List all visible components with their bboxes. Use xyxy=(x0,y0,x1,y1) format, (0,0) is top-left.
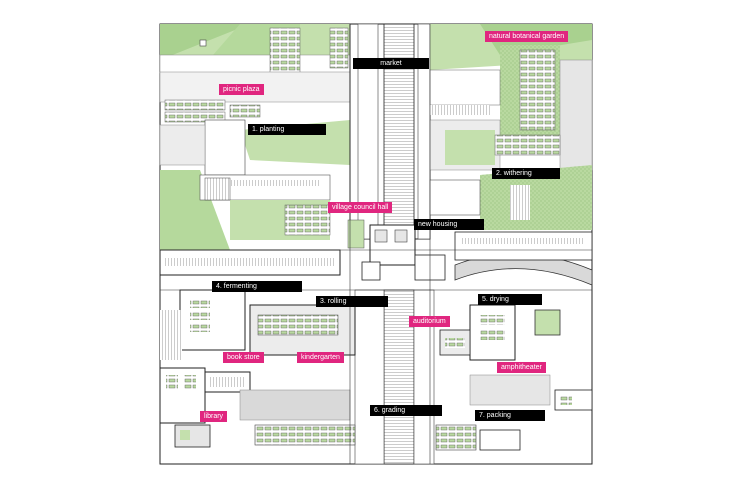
library-area xyxy=(159,367,356,448)
label-botanical-garden: natural botanical garden xyxy=(485,31,569,42)
grid-lines xyxy=(160,24,592,464)
left-middle-green xyxy=(160,170,331,250)
label-book-store: book store xyxy=(223,352,264,363)
label-library: library xyxy=(200,411,228,422)
fermenting-area xyxy=(160,289,356,360)
label-rolling: 3. rolling xyxy=(316,296,388,307)
label-withering: 2. withering xyxy=(492,168,560,179)
east-west-band xyxy=(159,231,593,286)
label-picnic-plaza: picnic plaza xyxy=(219,84,264,95)
label-grading: 6. grading xyxy=(370,405,442,416)
label-drying: 5. drying xyxy=(478,294,542,305)
label-auditorium: auditorium xyxy=(409,316,450,327)
top-left-terraces xyxy=(159,24,351,79)
drying-area xyxy=(435,304,593,451)
label-planting: 1. planting xyxy=(248,124,326,135)
label-village-council-hall: village council hall xyxy=(328,202,393,213)
right-middle-area xyxy=(429,119,592,230)
label-amphitheater: amphitheater xyxy=(497,362,546,373)
label-packing: 7. packing xyxy=(475,410,545,421)
label-new-housing: new housing xyxy=(414,219,484,230)
label-fermenting: 4. fermenting xyxy=(212,281,302,292)
label-market: market xyxy=(353,58,429,69)
label-kindergarten: kindergarten xyxy=(297,352,344,363)
